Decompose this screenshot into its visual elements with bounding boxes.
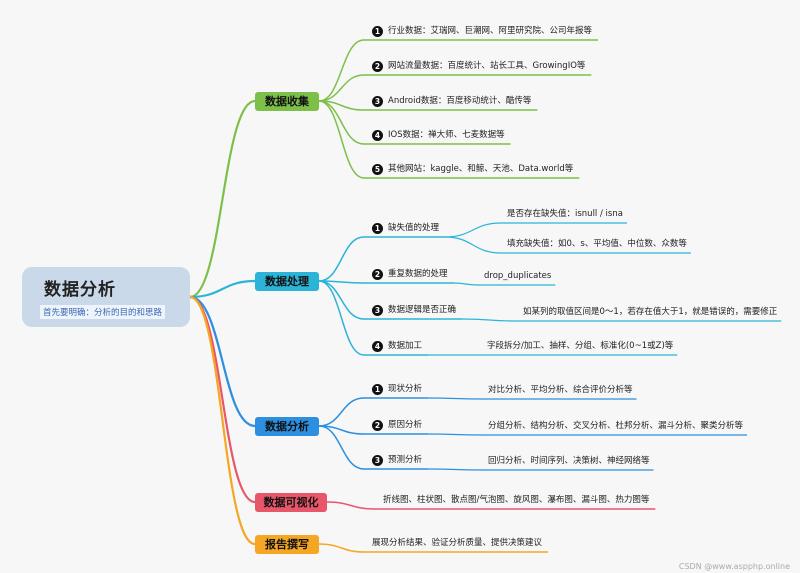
topic-node[interactable]: 2 网站流量数据：百度统计、站长工具、GrowingIO等 <box>372 60 585 73</box>
topic-connector <box>318 543 365 553</box>
topic-connector <box>318 236 365 282</box>
branch-connector <box>188 99 257 299</box>
subtopic-label[interactable]: 填充缺失值：如0、s、平均值、中位数、众数等 <box>507 239 687 249</box>
topic-label: 展现分析结果、验证分析质量、提供决策建议 <box>372 538 543 548</box>
topic-node[interactable]: 3 预测分析 <box>372 454 422 467</box>
topic-label: Android数据：百度移动统计、酷传等 <box>388 96 532 106</box>
topic-connector <box>318 39 365 102</box>
branch-node[interactable]: 数据可视化 <box>255 493 327 512</box>
topic-node[interactable]: 1 缺失值的处理 <box>372 222 439 235</box>
topic-label: 缺失值的处理 <box>388 223 440 233</box>
subtopic-label[interactable]: 是否存在缺失值：isnull / isna <box>507 209 623 219</box>
number-badge: 1 <box>372 383 383 395</box>
topic-node[interactable]: 3 Android数据：百度移动统计、酷传等 <box>372 95 531 108</box>
topic-connector <box>318 280 365 320</box>
topic-node[interactable]: 2 原因分析 <box>372 419 422 432</box>
branch-connector <box>188 279 257 299</box>
topic-label: 数据逻辑是否正确 <box>388 305 457 315</box>
topic-label: 折线图、柱状图、散点图/气泡图、旋风图、瀑布图、漏斗图、热力图等 <box>383 495 650 505</box>
topic-node[interactable]: 折线图、柱状图、散点图/气泡图、旋风图、瀑布图、漏斗图、热力图等 <box>383 494 649 507</box>
topic-connector <box>318 397 365 427</box>
topic-label: 现状分析 <box>388 384 423 394</box>
branch-connector <box>188 295 257 428</box>
root-subtitle: 首先要明确：分析的目的和思路 <box>40 305 166 319</box>
subtopic-label[interactable]: 分组分析、结构分析、交叉分析、杜邦分析、漏斗分析、聚类分析等 <box>488 421 744 431</box>
number-badge: 1 <box>372 222 383 234</box>
topic-label: 重复数据的处理 <box>388 269 448 279</box>
subtopic-connector <box>461 318 518 322</box>
watermark: CSDN @www.aspphp.online <box>678 562 790 571</box>
number-badge: 3 <box>372 304 383 316</box>
branch-node[interactable]: 报告撰写 <box>255 535 319 554</box>
topic-label: 原因分析 <box>388 420 423 430</box>
number-badge: 4 <box>372 129 383 141</box>
topic-label: 其他网站：kaggle、和鲸、天池、Data.world等 <box>388 164 574 174</box>
topic-node[interactable]: 1 行业数据：艾瑞网、巨潮网、阿里研究院、公司年报等 <box>372 25 592 38</box>
topic-label: 行业数据：艾瑞网、巨潮网、阿里研究院、公司年报等 <box>388 26 593 36</box>
number-badge: 2 <box>372 419 383 431</box>
topic-node[interactable]: 5 其他网站：kaggle、和鲸、天池、Data.world等 <box>372 163 573 176</box>
topic-node[interactable]: 4 IOS数据：禅大师、七麦数据等 <box>372 129 505 142</box>
topic-connector <box>318 425 365 470</box>
subtopic-connector <box>452 282 479 286</box>
subtopic-label[interactable]: 回归分析、时间序列、决策树、神经网络等 <box>488 456 650 466</box>
branch-connector <box>188 295 257 546</box>
number-badge: 2 <box>372 268 383 280</box>
root-title: 数据分析 <box>44 280 116 300</box>
subtopic-connector <box>427 468 483 471</box>
number-badge: 2 <box>372 60 383 72</box>
topic-node[interactable]: 2 重复数据的处理 <box>372 268 448 281</box>
topic-label: 数据加工 <box>388 341 423 351</box>
topic-label: 预测分析 <box>388 455 423 465</box>
number-badge: 3 <box>372 454 383 466</box>
branch-node[interactable]: 数据处理 <box>255 272 319 291</box>
topic-connector <box>318 100 365 145</box>
branch-connector <box>188 295 257 504</box>
number-badge: 5 <box>372 163 383 175</box>
subtopic-connector <box>427 397 483 400</box>
topic-node[interactable]: 3 数据逻辑是否正确 <box>372 304 456 317</box>
branch-node[interactable]: 数据收集 <box>255 92 319 111</box>
topic-connector <box>326 501 376 510</box>
number-badge: 1 <box>372 25 383 37</box>
topic-node[interactable]: 1 现状分析 <box>372 383 422 396</box>
topic-connector <box>318 100 365 179</box>
topic-connector <box>318 74 365 102</box>
topic-label: 网站流量数据：百度统计、站长工具、GrowingIO等 <box>388 61 586 71</box>
subtopic-label[interactable]: 字段拆分/加工、抽样、分组、标准化(0~1或Z)等 <box>487 341 674 351</box>
root-node[interactable]: 数据分析 首先要明确：分析的目的和思路 <box>22 267 190 327</box>
subtopic-label[interactable]: 如某列的取值区间是0～1，若存在值大于1，就是错误的，需要修正 <box>523 307 778 317</box>
subtopic-label[interactable]: 对比分析、平均分析、综合评价分析等 <box>488 385 633 395</box>
subtopic-label[interactable]: drop_duplicates <box>484 271 552 281</box>
topic-node[interactable]: 4 数据加工 <box>372 340 422 353</box>
topic-connector <box>318 280 365 356</box>
topic-node[interactable]: 展现分析结果、验证分析质量、提供决策建议 <box>372 537 542 550</box>
number-badge: 4 <box>372 340 383 352</box>
number-badge: 3 <box>372 95 383 107</box>
branch-node[interactable]: 数据分析 <box>255 417 319 436</box>
subtopic-connector <box>444 236 502 254</box>
subtopic-connector <box>444 222 502 238</box>
topic-label: IOS数据：禅大师、七麦数据等 <box>388 130 505 140</box>
subtopic-connector <box>427 433 483 436</box>
